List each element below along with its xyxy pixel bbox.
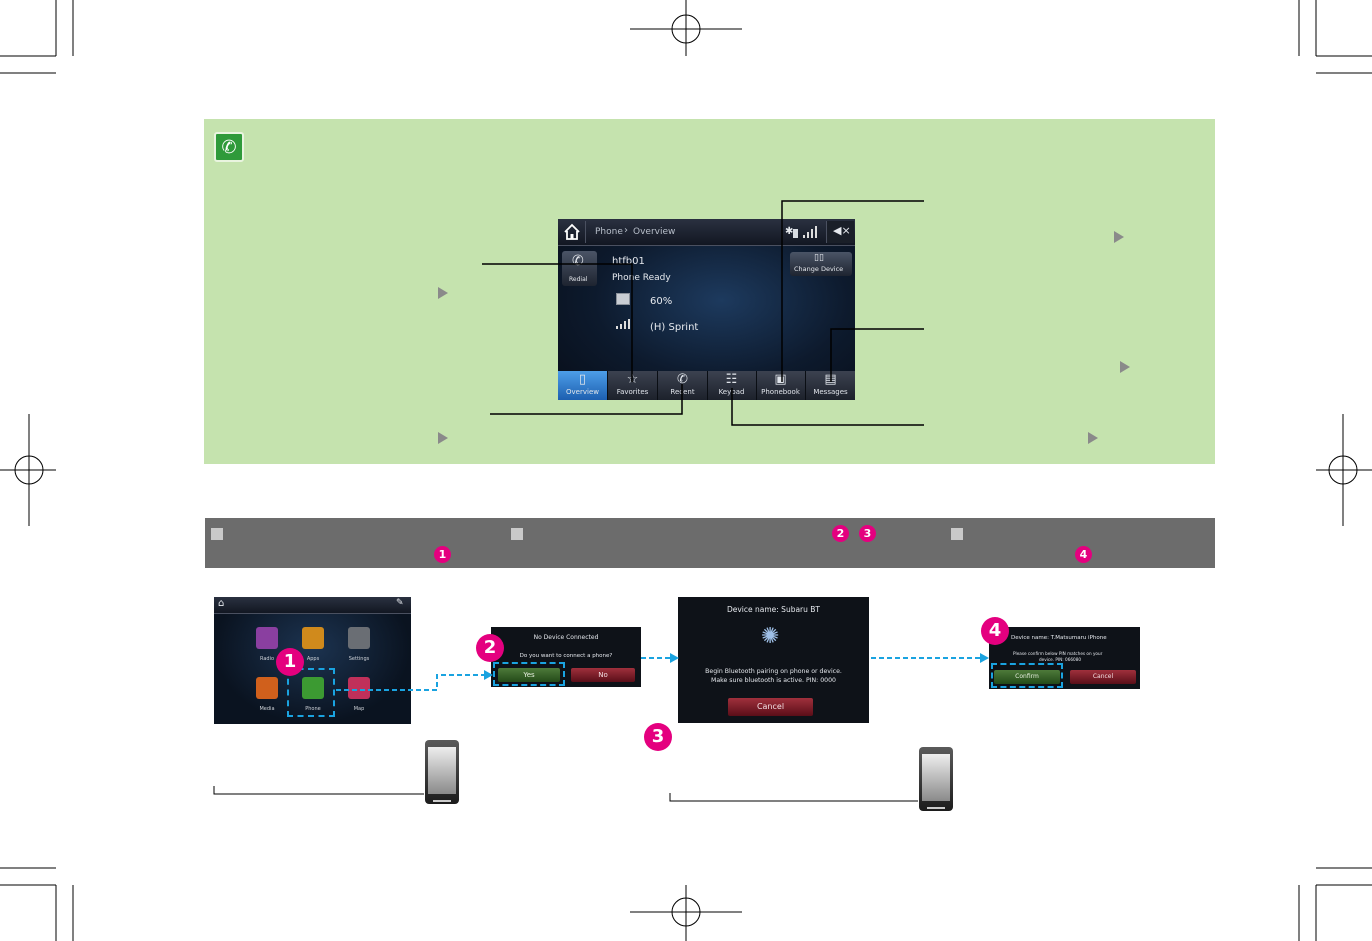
tab-label: Favorites — [616, 388, 649, 396]
signal-icon — [803, 226, 817, 238]
signal-strength-icon — [616, 319, 630, 329]
redial-button[interactable]: ✆ Redial — [562, 251, 597, 286]
app-tile-map[interactable] — [348, 677, 370, 699]
battery-level: 60% — [650, 296, 673, 307]
change-device-icon: ▯▯ — [814, 253, 824, 263]
reference-arrow-icon — [438, 287, 448, 299]
home-icon[interactable]: ⌂ — [218, 598, 225, 609]
phone-tab-bar: ▯Overview ☆Favorites ✆Recent ☷Keypad ▣Ph… — [558, 371, 855, 400]
home-screen-header: ⌂ ✎ — [214, 597, 411, 614]
app-label: Media — [259, 706, 275, 712]
reference-arrow-icon — [1120, 361, 1130, 373]
step-badge-1: 1 — [276, 648, 304, 676]
step-badge-4: 4 — [981, 617, 1009, 645]
edit-icon[interactable]: ✎ — [396, 598, 404, 608]
step-marker-square — [511, 528, 523, 540]
bluetooth-icon: ✱ — [785, 226, 794, 237]
app-tile-radio[interactable] — [256, 627, 278, 649]
cancel-button[interactable]: Cancel — [1070, 670, 1136, 684]
cancel-button[interactable]: Cancel — [728, 698, 813, 716]
breadcrumb-overview: Overview — [633, 227, 676, 237]
recent-call-icon: ✆ — [677, 372, 688, 387]
step-number-2: 2 — [832, 525, 849, 542]
change-device-button[interactable]: ▯▯ Change Device — [790, 252, 852, 276]
app-tile-apps[interactable] — [302, 627, 324, 649]
confirm-dialog-shot: Device name: T.Matsumaru iPhone Please c… — [989, 627, 1140, 689]
setup-steps-bar: 1 2 3 4 — [205, 518, 1215, 568]
step-badge-3: 3 — [644, 723, 672, 751]
pairing-device-name: Device name: Subaru BT — [726, 605, 821, 614]
app-tile-media[interactable] — [256, 677, 278, 699]
app-label: Radio — [259, 656, 275, 662]
phone-icon: ▯ — [578, 372, 587, 387]
tab-label: Phonebook — [761, 388, 800, 396]
app-label: Apps — [306, 656, 320, 662]
step-number-1: 1 — [434, 546, 451, 563]
step-marker-square — [211, 528, 223, 540]
pairing-dialog-shot: Device name: Subaru BT ✺ Begin Bluetooth… — [678, 597, 869, 723]
confirm-device-name: Device name: T.Matsumaru iPhone — [1011, 635, 1107, 641]
step-badge-2: 2 — [476, 634, 504, 662]
phone-app-highlight — [287, 668, 335, 717]
mute-icon: ◀× — [833, 224, 851, 237]
step-marker-square — [951, 528, 963, 540]
battery-status-icon — [793, 229, 798, 238]
carrier-name: (H) Sprint — [650, 322, 699, 333]
step-number-4: 4 — [1075, 546, 1092, 563]
dialog-question: Do you want to connect a phone? — [519, 653, 613, 659]
smartphone-icon — [425, 740, 459, 804]
pairing-line-1: Begin Bluetooth pairing on phone or devi… — [705, 668, 842, 675]
confirm-button[interactable]: Confirm — [994, 670, 1060, 684]
breadcrumb-phone: Phone — [595, 227, 623, 237]
reference-arrow-icon — [1114, 231, 1124, 243]
connection-status: Phone Ready — [612, 273, 671, 283]
connect-dialog-shot: No Device Connected Do you want to conne… — [491, 627, 641, 687]
phonebook-icon: ▣ — [774, 372, 787, 387]
chevron-right-icon: › — [624, 225, 628, 236]
device-name: htfb01 — [612, 256, 645, 267]
app-label: Map — [353, 706, 365, 712]
phone-overview-screen: Phone › Overview ✱ ◀× ✆ Redial htfb01 Ph… — [558, 219, 855, 400]
change-device-label: Change Device — [794, 265, 844, 273]
redial-icon: ✆ — [572, 253, 584, 269]
tab-phonebook[interactable]: ▣Phonebook — [756, 371, 806, 400]
tab-label: Messages — [813, 388, 848, 396]
tab-label: Overview — [566, 388, 599, 396]
keypad-icon: ☷ — [725, 372, 738, 387]
mute-button[interactable]: ◀× — [826, 221, 854, 243]
app-tile-phone[interactable] — [302, 677, 324, 699]
confirm-line-1: Please confirm below PIN matches on your — [1013, 651, 1103, 656]
screen-header: Phone › Overview ✱ ◀× — [558, 219, 855, 246]
no-button[interactable]: No — [571, 668, 635, 682]
app-tile-settings[interactable] — [348, 627, 370, 649]
pairing-line-2: Make sure bluetooth is active. PIN: 0000 — [711, 677, 836, 684]
app-label: Settings — [348, 656, 370, 662]
reference-arrow-icon — [1088, 432, 1098, 444]
confirm-button-highlight — [991, 663, 1063, 688]
loading-spinner-icon: ✺ — [761, 624, 780, 649]
reference-arrow-icon — [438, 432, 448, 444]
yes-button-highlight — [493, 662, 565, 686]
yes-button[interactable]: Yes — [498, 668, 560, 682]
step-number-3: 3 — [859, 525, 876, 542]
confirm-line-2: device. PIN: 066080 — [1039, 657, 1082, 662]
tab-overview[interactable]: ▯Overview — [558, 371, 608, 400]
battery-icon — [616, 293, 630, 305]
redial-label: Redial — [569, 276, 588, 283]
smartphone-icon — [919, 747, 953, 811]
dialog-title: No Device Connected — [533, 634, 599, 641]
app-label: Phone — [305, 706, 321, 712]
home-icon[interactable] — [561, 221, 586, 243]
home-screen-shot: ⌂ ✎ Radio Apps Settings Media Phone Map — [214, 597, 411, 724]
phone-section-icon: ✆ — [214, 132, 244, 162]
